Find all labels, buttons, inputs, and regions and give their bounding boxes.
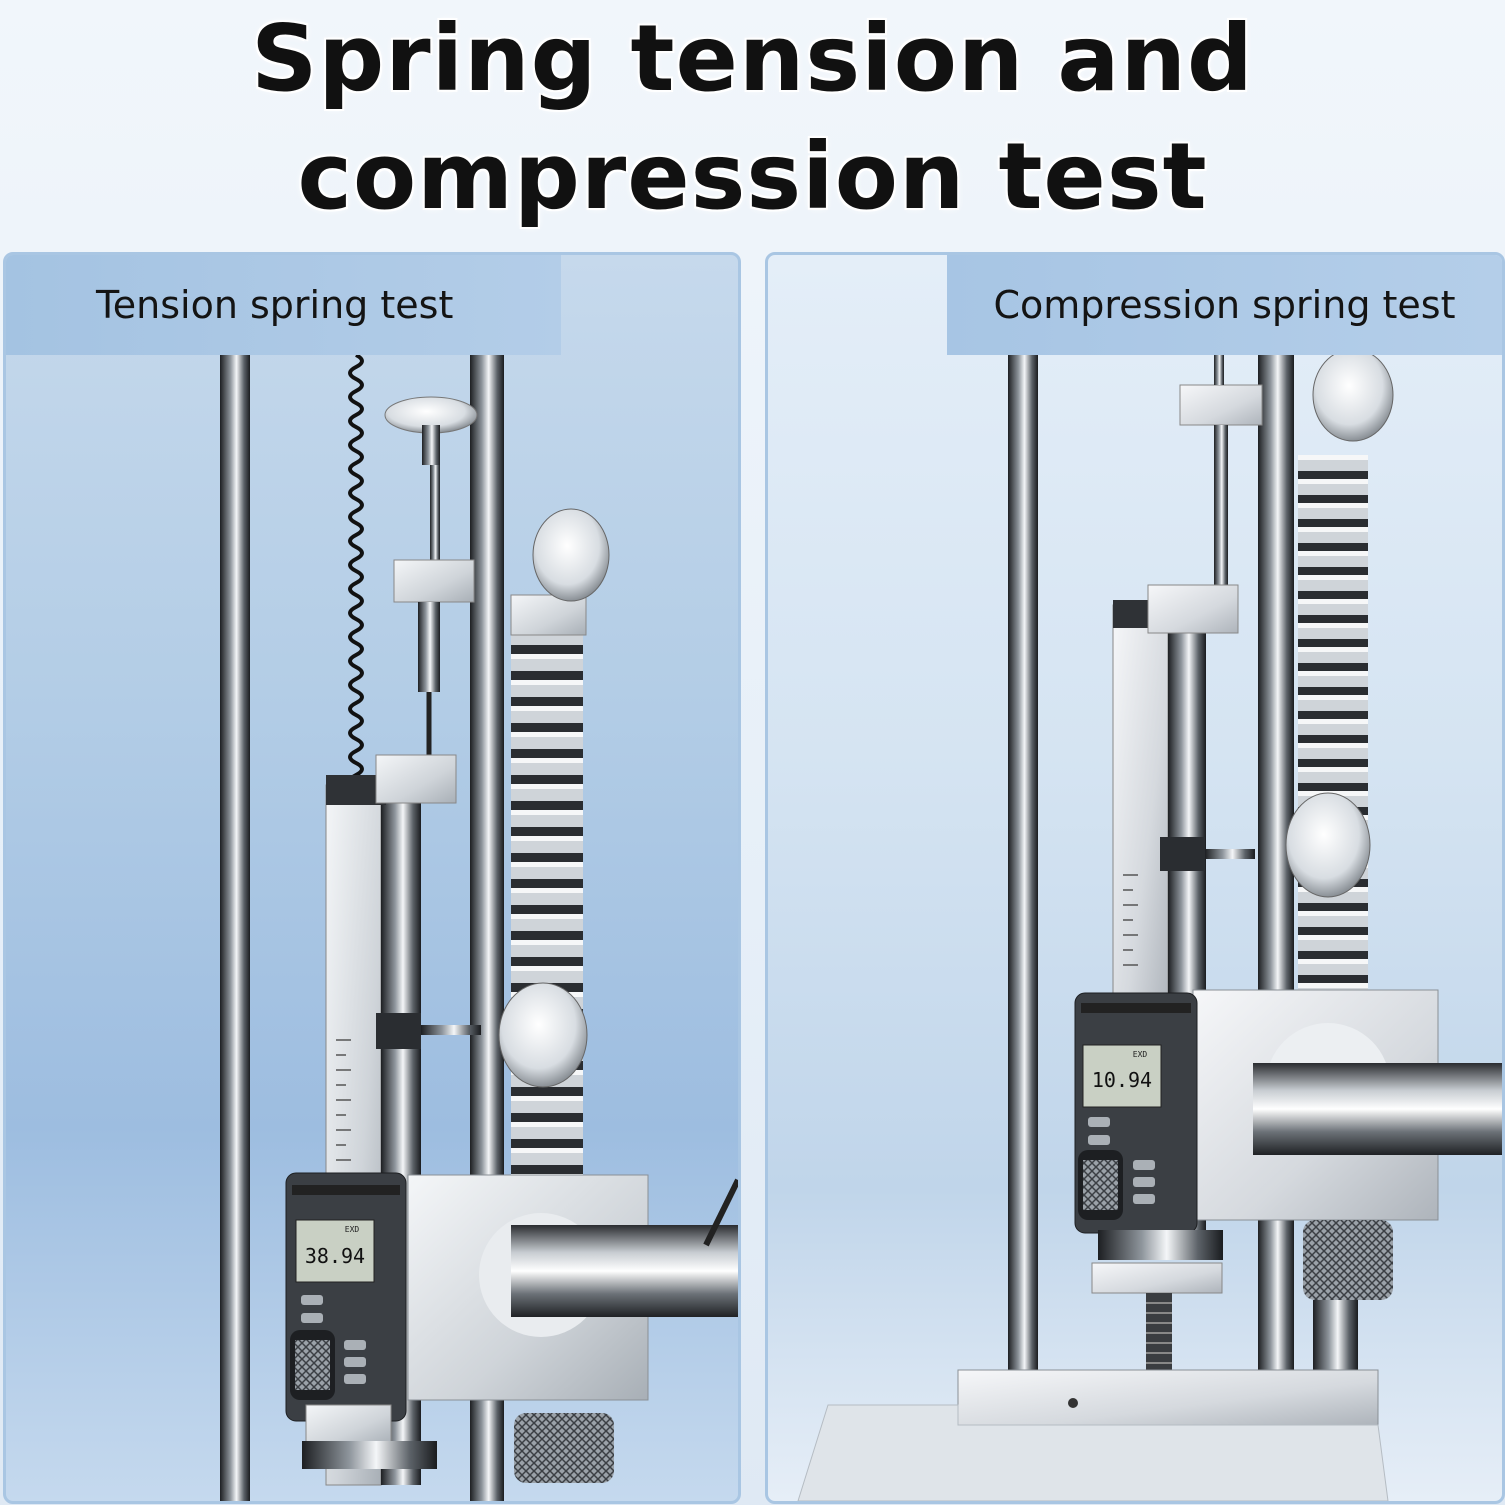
machine-base <box>797 1404 1389 1501</box>
indicator-lcd <box>1082 1044 1162 1108</box>
indicator-lcd <box>295 1219 375 1283</box>
lead-screw <box>1146 1293 1172 1383</box>
clamp-block-upper <box>393 559 475 603</box>
pointer-clamp <box>1160 837 1205 871</box>
tension-tester-illustration: EXD 38.94 <box>220 353 738 1501</box>
indicator-grip <box>295 1340 330 1390</box>
pointer-clamp <box>376 1013 421 1049</box>
indicator-button-1[interactable] <box>301 1295 323 1305</box>
adjust-knob-upper <box>532 508 610 602</box>
indicator-button-2[interactable] <box>1088 1135 1110 1145</box>
page-title-line-2: compression test <box>297 123 1208 230</box>
lcd-reading: 38.94 <box>305 1244 365 1268</box>
adjust-knob-lower <box>498 982 588 1088</box>
indicator-button-1[interactable] <box>1088 1117 1110 1127</box>
scale-bar <box>1112 604 1169 1026</box>
page-title: Spring tension and compression test <box>0 0 1505 236</box>
indicator-grip <box>1083 1160 1118 1210</box>
page-title-line-1: Spring tension and <box>251 5 1254 112</box>
lcd-reading: 10.94 <box>1092 1068 1152 1092</box>
tension-spring <box>511 635 583 1235</box>
compression-tester-illustration: EXD 10.94 <box>797 348 1502 1501</box>
compression-spring <box>1298 455 1368 1015</box>
carriage-clamp <box>1147 584 1239 634</box>
upper-platen <box>1091 1262 1223 1294</box>
tension-test-label: Tension spring test <box>6 255 561 355</box>
knurled-nut <box>514 1413 614 1483</box>
horizontal-handle-pipe <box>1253 1063 1502 1155</box>
base-plate <box>957 1369 1379 1426</box>
compression-test-panel: EXD 10.94 Compression spring test <box>765 252 1505 1504</box>
carriage-clamp <box>375 754 457 804</box>
adjust-knob-lower <box>1285 792 1371 898</box>
compression-test-label: Compression spring test <box>947 255 1502 355</box>
lcd-unit: EXD <box>1133 1050 1148 1059</box>
tension-test-panel: EXD 38.94 Tension spring test <box>3 252 741 1504</box>
lcd-unit: EXD <box>345 1225 360 1234</box>
adjust-knob-upper <box>1312 348 1394 442</box>
knurled-nut <box>1303 1220 1393 1300</box>
guide-rod-left <box>220 355 250 1501</box>
coiled-cable <box>348 353 364 945</box>
horizontal-handle-pipe <box>511 1225 738 1317</box>
clamp-block-upper <box>1179 384 1263 426</box>
indicator-button-2[interactable] <box>301 1313 323 1323</box>
guide-rod-left <box>1008 355 1038 1375</box>
bottom-collar-left <box>302 1441 437 1469</box>
